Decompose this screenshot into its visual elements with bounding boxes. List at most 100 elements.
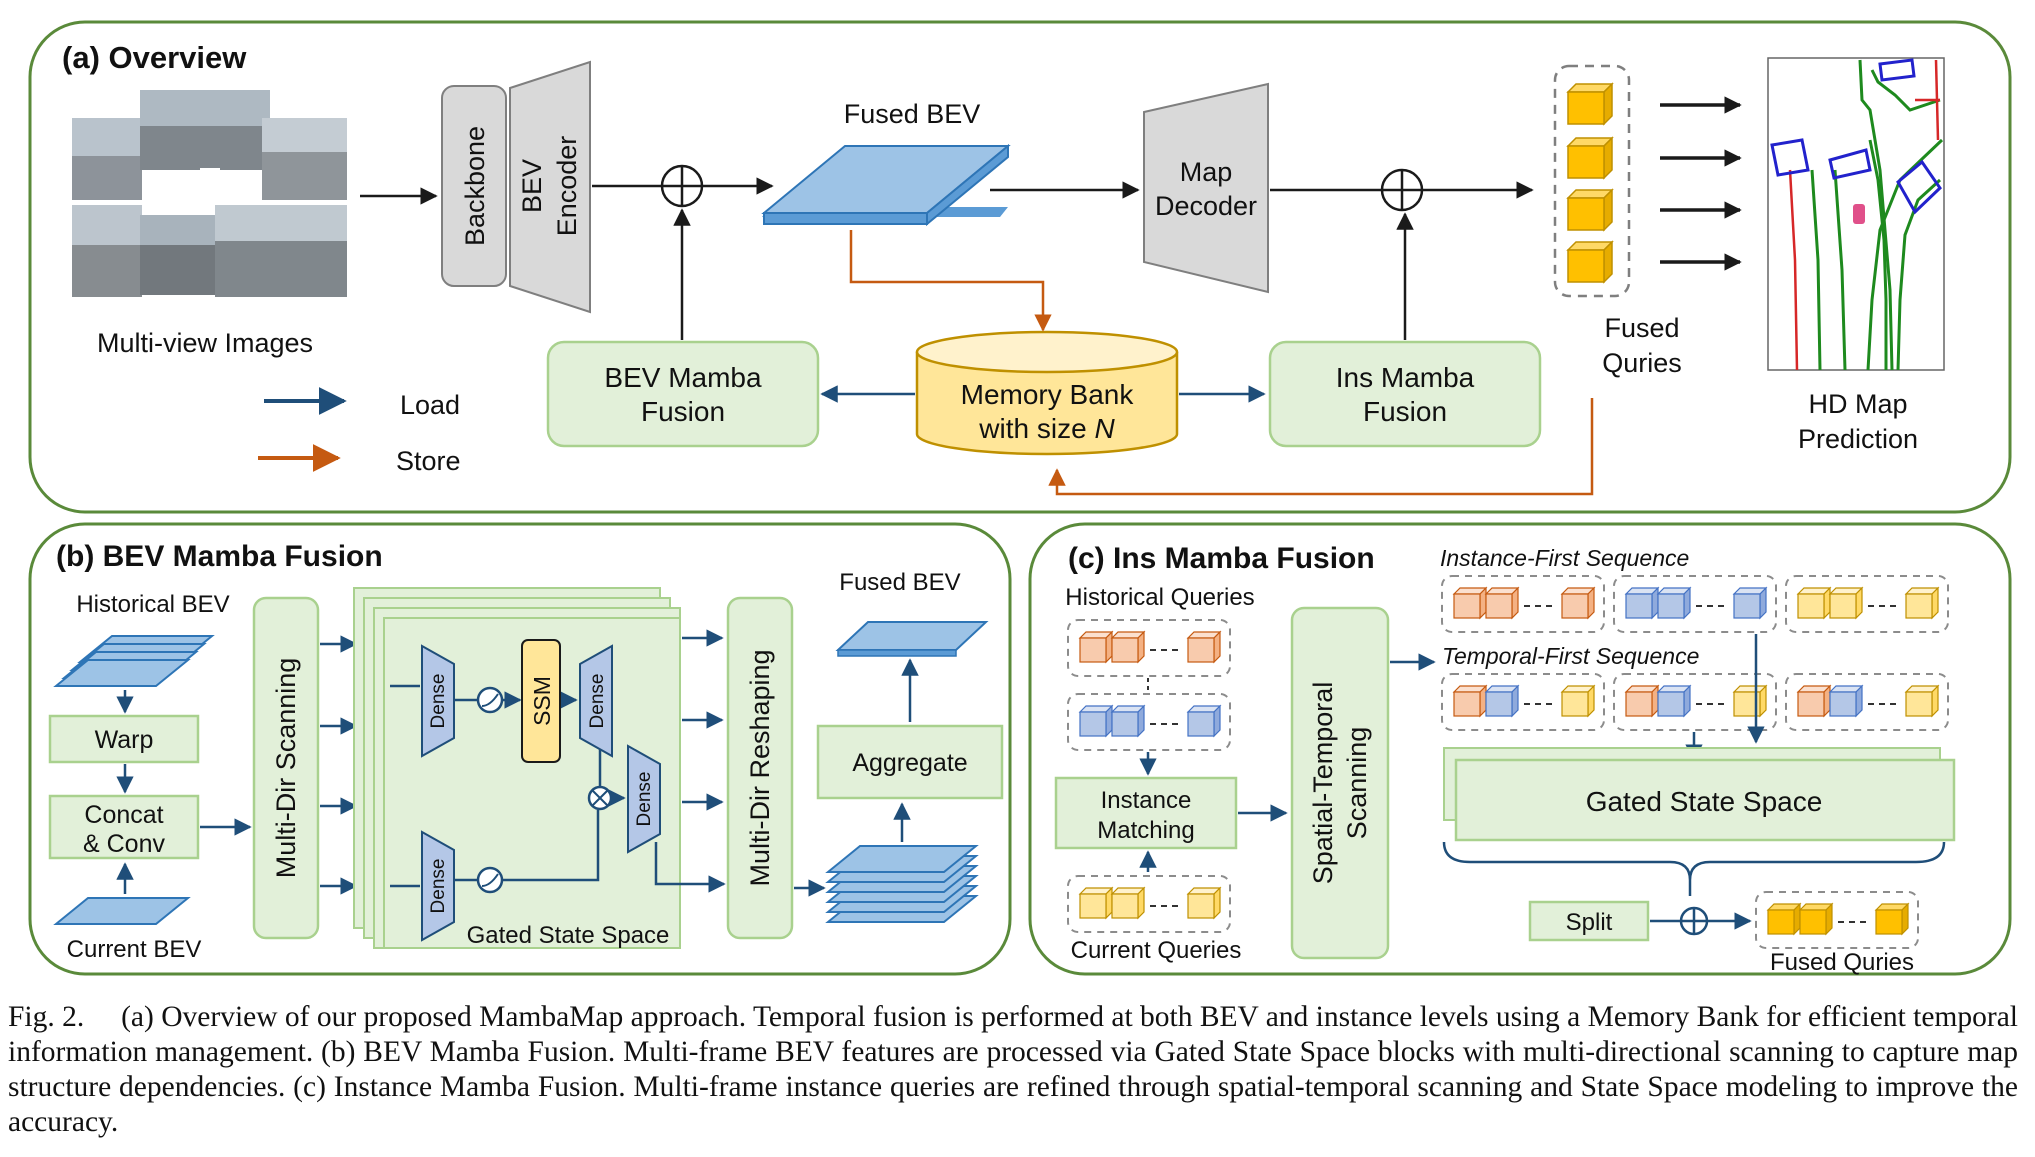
aggregate-block [816,724,1004,800]
bev-mamba-label-2: Fusion [641,396,725,427]
hd-map-label-2: Prediction [1798,424,1918,454]
multiply-node [587,785,613,811]
current-queries-label: Current Queries [1071,937,1242,964]
multiview-images [72,90,347,297]
map-decoder-block [1143,82,1269,294]
dense-label-2: Dense [428,859,449,914]
backbone-block [441,85,507,287]
activation-icon-2 [476,866,504,894]
multiview-label: Multi-view Images [97,328,313,358]
historical-queries-blue [1067,693,1231,751]
mambamap-diagram: (a) Overview Multi-view Images Backbone … [28,20,2012,976]
ssm-label: SSM [529,676,555,726]
fused-bev-label: Fused BEV [844,99,981,129]
reshaped-bev-stack [825,845,979,923]
store-arrow-fusedbev [849,230,1052,332]
panel-a-title: (a) Overview [62,40,247,75]
fused-queries-label-1: Fused [1604,313,1679,343]
historical-bev-stack [53,635,215,687]
dense-label-4: Dense [634,772,655,827]
instance-matching-block [1054,776,1238,850]
instance-first-orange [1441,575,1605,633]
concat-label-2: & Conv [83,830,165,858]
historical-queries-label: Historical Queries [1065,584,1254,611]
activation-icon-1 [476,686,504,714]
multi-dir-reshaping-block [726,596,794,940]
ssm-block [521,639,561,763]
dense-label-3: Dense [587,674,608,729]
fused-query-cubes [1566,82,1614,284]
warp-block [48,714,200,764]
bev-encoder-block [509,60,591,314]
spatial-temporal-label-1: Spatial-Temporal [1308,682,1338,885]
multi-dir-scanning-block [252,596,320,940]
instance-first-yellow [1785,575,1949,633]
legend-store-label: Store [396,446,461,476]
gss-wiring [390,684,726,893]
legend-load-label: Load [400,390,460,420]
panel-c-border [1028,522,2012,976]
fused-queries-output [1755,891,1919,949]
dense-block-3 [579,644,613,758]
current-queries-yellow [1067,875,1231,933]
instance-matching-label-1: Instance [1101,787,1192,814]
instance-first-label: Instance-First Sequence [1440,545,1689,571]
fused-bev-output [835,621,989,657]
bev-mamba-fusion-block [546,340,820,448]
fused-queries-box [1553,64,1631,298]
current-bev-label: Current BEV [67,936,202,963]
fused-queries-label-c: Fused Quries [1770,949,1914,976]
scanning-output-arrows [320,635,358,895]
plus-node-instance [1380,168,1424,212]
figure-caption: Fig. 2. (a) Overview of our proposed Mam… [8,1001,2018,1138]
plus-node-split [1679,906,1709,936]
bev-encoder-label-1: BEV [517,159,547,213]
dense-label-1: Dense [428,674,449,729]
historical-bev-label: Historical BEV [76,591,229,618]
instance-first-blue [1613,575,1777,633]
warp-label: Warp [95,726,154,754]
multi-dir-reshaping-label: Multi-Dir Reshaping [745,649,775,886]
hd-map-prediction-image [1767,57,1945,371]
memory-bank-label-2: with size N [978,413,1115,444]
gated-state-space-block-c [1443,747,1956,842]
dense-block-4 [627,744,661,854]
split-block [1528,900,1650,942]
store-arrow-fusedqueries [1048,398,1594,496]
fused-queries-label-2: Quries [1602,348,1682,378]
current-bev-slab [53,897,191,925]
concat-conv-block [48,794,200,860]
dense-block-1 [421,644,455,758]
bev-mamba-label-1: BEV Mamba [604,362,762,393]
gated-state-space-label-c: Gated State Space [1586,786,1823,817]
map-decoder-label-1: Map [1180,157,1233,187]
ins-mamba-fusion-block [1268,340,1542,448]
memory-bank-label-1: Memory Bank [961,379,1135,410]
map-decoder-label-2: Decoder [1155,191,1257,221]
instance-matching-label-2: Matching [1097,817,1194,844]
spatial-temporal-scanning-block [1290,606,1390,960]
ins-mamba-label-1: Ins Mamba [1336,362,1475,393]
temporal-first-group-3 [1785,673,1949,731]
fused-bev-feature [761,143,1011,227]
temporal-first-label: Temporal-First Sequence [1442,643,1699,669]
gated-state-space-label-b: Gated State Space [467,922,670,949]
ins-mamba-label-2: Fusion [1363,396,1447,427]
historical-queries-orange [1067,619,1231,677]
temporal-first-group-1 [1441,673,1605,731]
split-label: Split [1566,909,1613,936]
panel-b-title: (b) BEV Mamba Fusion [56,540,383,573]
backbone-label: Backbone [460,126,490,246]
gss-output-arrows [682,629,724,811]
bev-encoder-label-2: Encoder [552,136,582,237]
panel-b-border [28,522,1012,976]
split-brace [1442,841,1946,881]
hd-map-label-1: HD Map [1808,389,1907,419]
aggregate-label: Aggregate [852,749,967,777]
temporal-first-group-2 [1613,673,1777,731]
spatial-temporal-label-2: Scanning [1342,727,1372,840]
panel-c-title: (c) Ins Mamba Fusion [1068,542,1375,575]
memory-bank-cylinder [915,330,1179,456]
panel-a-border [28,20,2012,514]
plus-node-bev [660,164,704,208]
